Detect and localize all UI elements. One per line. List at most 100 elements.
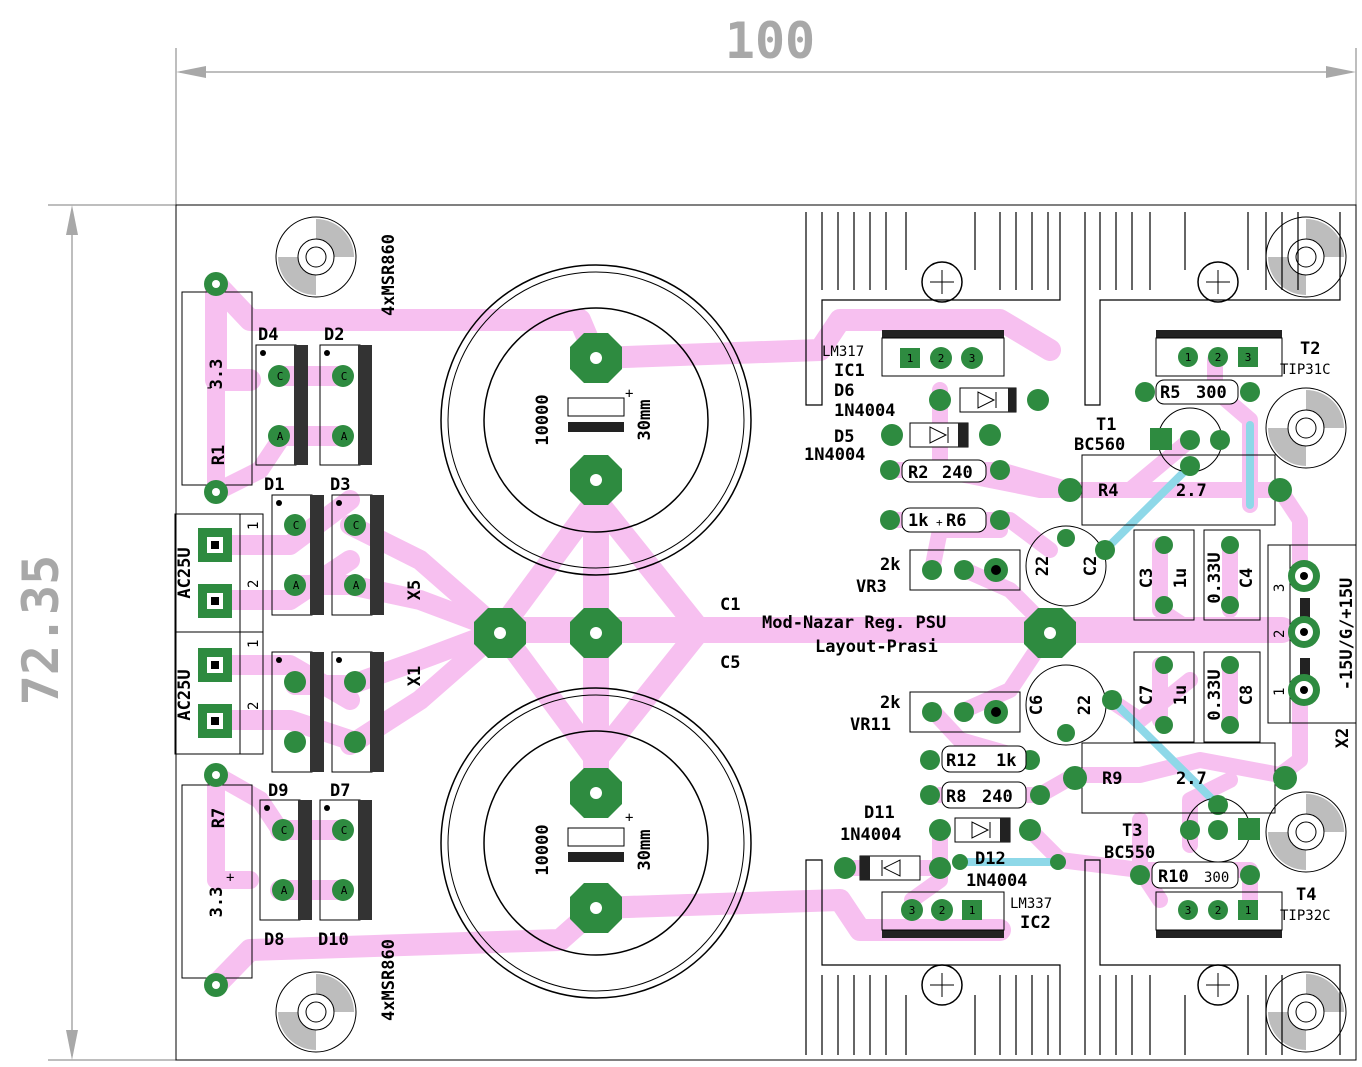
x5-pin1: 1: [246, 522, 262, 530]
x2-pin3: 3: [1272, 584, 1288, 592]
r6-ref: R6: [946, 511, 966, 531]
capacitor-c1: + 10000 30mm: [440, 264, 752, 576]
bridge-bottom-label: 4xMSR860: [379, 939, 399, 1021]
c6-value: 22: [1075, 695, 1095, 715]
transistor-t3: T3 BC550: [1104, 795, 1260, 863]
r1-minus: -: [205, 380, 213, 396]
mounting-hole-mr-bottom: [1265, 791, 1347, 873]
board-subtitle: Layout-Prasi: [815, 637, 938, 657]
r6-plus: +: [936, 516, 943, 529]
r2-value: 240: [942, 463, 973, 483]
diode-d6: D6 1N4004: [834, 381, 1049, 421]
diode-d9: C A: [259, 799, 312, 921]
t1-ref: T1: [1096, 415, 1116, 435]
r7-value: 3.3: [207, 887, 227, 918]
d6-ref: D6: [834, 381, 854, 401]
t4-part: TIP32C: [1280, 908, 1331, 924]
power-pads: [474, 333, 1076, 933]
d7-cathode: C: [341, 824, 348, 837]
heatsinks: [805, 212, 1341, 1055]
c1-ref: C1: [720, 595, 740, 615]
t3-ref: T3: [1122, 821, 1142, 841]
r1-ref: R1: [209, 445, 229, 465]
c7-ref: C7: [1137, 685, 1157, 705]
t3-part: BC550: [1104, 843, 1155, 863]
resistor-r2: R2 240: [880, 459, 1010, 483]
resistor-r6: 1k + R6: [880, 507, 1010, 533]
diode-d3: C A: [331, 494, 384, 616]
capacitor-c8: 0.33U C8: [1203, 651, 1261, 743]
capacitor-c5: + 10000 30mm: [440, 687, 752, 999]
x5-pin2: 2: [246, 580, 262, 588]
transistor-t2: 1 2 3 T2 TIP31C: [1155, 330, 1331, 378]
r12-value: 1k: [996, 751, 1016, 771]
connector-x5: AC25U 1 2: [174, 513, 264, 633]
d3-cathode: C: [353, 519, 360, 532]
c3-ref: C3: [1137, 568, 1157, 588]
vr11-value: 2k: [880, 693, 900, 713]
x1-label: AC25U: [175, 669, 195, 720]
r10-ref: R10: [1158, 867, 1189, 887]
mounting-hole-bl: [275, 971, 357, 1053]
d2-cathode: C: [341, 370, 348, 383]
x1-ref: X1: [405, 666, 425, 686]
capacitor-c6: C6 22: [1025, 664, 1122, 746]
trimmer-vr11: 2k VR11: [850, 691, 1021, 735]
c8-ref: C8: [1237, 685, 1257, 705]
diode-d2: C A: [319, 344, 372, 466]
ic1-pin1: 1: [907, 352, 914, 365]
x1-pin2: 2: [246, 702, 262, 710]
diode-d7: C A: [319, 799, 372, 921]
r4-ref: R4: [1098, 481, 1118, 501]
c5-ref: C5: [720, 653, 740, 673]
r1-value: 3.3: [207, 359, 227, 390]
connector-x1: AC25U 1 2: [174, 631, 264, 755]
vr3-ref: VR3: [856, 577, 887, 597]
x2-label: -15U/G/+15U: [1337, 578, 1357, 691]
d9-cathode: C: [281, 824, 288, 837]
dimension-height-label: 72.35: [12, 555, 70, 706]
dimension-height: 72.35: [12, 204, 176, 1061]
d3-anode: A: [353, 579, 360, 592]
c2-ref: C2: [1081, 556, 1101, 576]
diode-d5: D5 1N4004: [804, 422, 1001, 465]
c5-plus-mark: +: [625, 810, 633, 826]
t4-pin3: 3: [1185, 904, 1192, 917]
r9-value: 2.7: [1176, 769, 1207, 789]
c8-value: 0.33U: [1205, 669, 1225, 720]
r12-ref: R12: [946, 751, 977, 771]
d12-part: 1N4004: [966, 871, 1027, 891]
t2-pin1: 1: [1185, 351, 1192, 364]
ic2-pin2: 2: [939, 904, 946, 917]
d11-part: 1N4004: [840, 825, 901, 845]
r8-ref: R8: [946, 787, 966, 807]
t2-ref: T2: [1300, 339, 1320, 359]
r4-value: 2.7: [1176, 481, 1207, 501]
c2-value: 22: [1033, 556, 1053, 576]
t2-pin2: 2: [1215, 351, 1222, 364]
mounting-hole-br: [1265, 971, 1347, 1053]
d2-anode: A: [341, 430, 348, 443]
c7-value: 1u: [1171, 685, 1191, 705]
connector-x2: 3 2 1 -15U/G/+15U X2: [1267, 544, 1357, 748]
x2-pin2: 2: [1272, 630, 1288, 638]
d11-ref: D11: [864, 803, 895, 823]
d9-anode: A: [281, 884, 288, 897]
x5-label: AC25U: [175, 547, 195, 598]
resistor-r7: R7 3.3 +: [181, 763, 253, 997]
dimension-width-label: 100: [725, 12, 815, 70]
r7-plus: +: [226, 870, 234, 886]
t4-pin2: 2: [1215, 904, 1222, 917]
d7-ref: D7: [330, 781, 350, 801]
r6-value: 1k: [908, 511, 928, 531]
resistor-r10: R10 300: [1130, 861, 1260, 889]
mounting-hole-mr-top: [1265, 387, 1347, 469]
mounting-holes: [275, 216, 1347, 1053]
vr3-value: 2k: [880, 555, 900, 575]
mounting-hole-tl: [275, 216, 357, 298]
c1-size: 30mm: [635, 400, 655, 441]
d9-ref: D9: [268, 781, 288, 801]
capacitor-c7: C7 1u: [1133, 651, 1195, 743]
x2-ref: X2: [1333, 728, 1353, 748]
d2-ref: D2: [324, 325, 344, 345]
